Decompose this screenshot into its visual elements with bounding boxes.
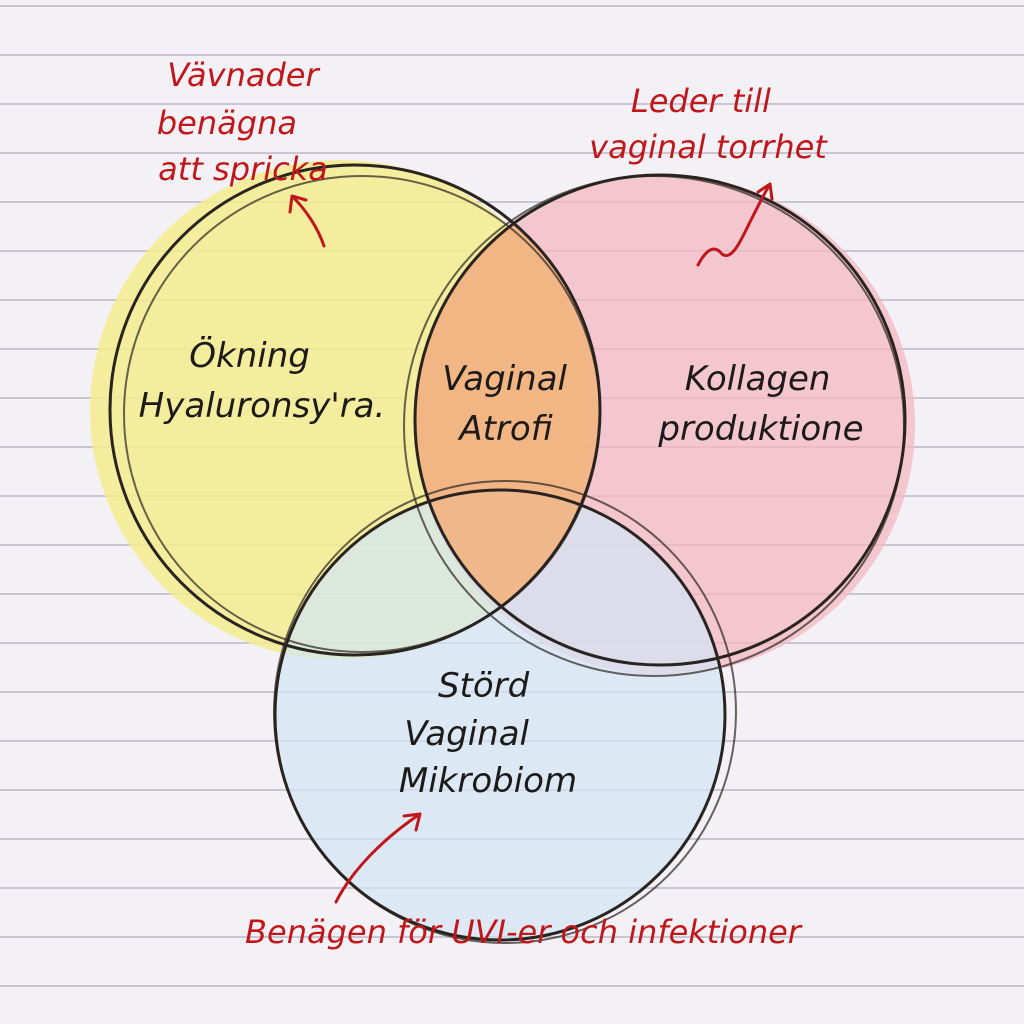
pink-circle-outline [413,173,907,667]
yellow-circle-label: Ökning Hyaluronsy'ra. [139,335,386,426]
blue-circle-fill [275,490,725,940]
top-left-arrow [288,194,326,248]
bottom-note: Benägen för UVI-er och infektioner [245,913,803,951]
annotation-arrows [288,182,774,904]
center-overlap-fill [415,175,600,655]
blue-circle-label: Störd Vaginal Mikrobiom [399,666,577,801]
top-left-note: Vävnader benägna att spricka [157,56,329,188]
circle-outlines [108,163,907,944]
circle-fills [90,160,915,940]
top-right-note: Leder till vaginal torrhet [589,82,828,166]
center-label: Vaginal Atrofi [442,359,578,449]
pink-circle-label: Kollagen produktione [657,359,863,449]
top-right-arrow [696,182,774,267]
bottom-arrow [334,812,422,904]
